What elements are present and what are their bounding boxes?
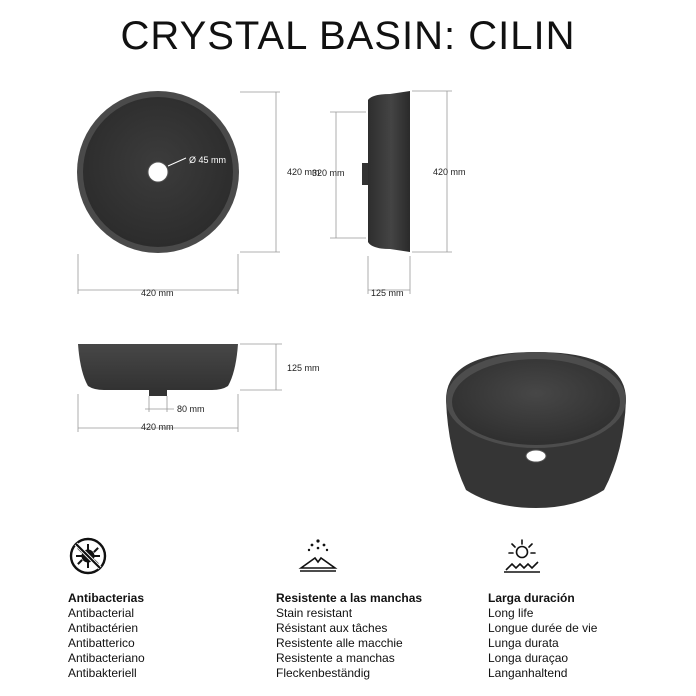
- feature-line: Antibakteriell: [68, 666, 137, 680]
- drain-diameter-label: Ø 45 mm: [189, 155, 226, 165]
- front-view-drain-stub: [149, 390, 167, 396]
- feature-line: Resistente alle macchie: [276, 636, 403, 650]
- long-life-icon: [504, 539, 540, 573]
- feature-line: Longue durée de vie: [488, 621, 598, 635]
- front-view-width-label: 420 mm: [141, 422, 174, 432]
- perspective-basin-bowl: [452, 359, 620, 445]
- front-view-basin: [78, 344, 238, 390]
- feature-heading: Antibacterias: [68, 591, 145, 605]
- feature-line: Fleckenbeständig: [276, 666, 371, 680]
- feature-heading: Larga duración: [488, 591, 575, 605]
- front-view-drain-label: 80 mm: [177, 404, 205, 414]
- top-view-height-dimension: [240, 91, 280, 253]
- feature-line: Antibactérien: [68, 621, 139, 635]
- side-view-outer-height-dimension: [412, 90, 452, 253]
- side-view-inner-height-dimension: [330, 111, 366, 239]
- side-view-inner-height-label: 320 mm: [312, 168, 345, 178]
- feature-long-life: Larga duración Long life Longue durée de…: [488, 536, 688, 681]
- front-view-width-dimension: [77, 394, 239, 432]
- perspective-drain: [525, 449, 547, 463]
- feature-heading: Resistente a las manchas: [276, 591, 423, 605]
- antibacterial-icon: [69, 537, 107, 575]
- top-view-width-dimension: [77, 254, 239, 294]
- front-view-drain-dimension: [145, 396, 174, 412]
- feature-line: Lunga durata: [488, 636, 559, 650]
- feature-line: Longa duraçao: [488, 651, 569, 665]
- feature-stain-resistant: Resistente a las manchas Stain resistant…: [276, 536, 476, 681]
- front-view: 125 mm 80 mm 420 mm: [77, 343, 320, 432]
- top-view-width-label: 420 mm: [141, 288, 174, 298]
- feature-line: Résistant aux tâches: [276, 621, 388, 635]
- drain-leader-line: [167, 157, 187, 167]
- stain-resistant-icon: [298, 539, 338, 572]
- top-view-drain: [147, 161, 169, 183]
- front-view-height-label: 125 mm: [287, 363, 320, 373]
- top-view-height-label: 420 mm: [287, 167, 320, 177]
- side-view-drain-stub: [362, 163, 368, 185]
- side-view-depth-label: 125 mm: [371, 288, 404, 298]
- page-title: CRYSTAL BASIN: CILIN: [120, 14, 576, 58]
- side-view: 320 mm 420 mm 125 mm: [312, 90, 466, 298]
- feature-line: Stain resistant: [276, 606, 353, 620]
- feature-line: Long life: [488, 606, 534, 620]
- top-view: Ø 45 mm 420 mm 420 mm: [77, 91, 320, 298]
- feature-line: Antibacterial: [68, 606, 135, 620]
- feature-line: Resistente a manchas: [276, 651, 395, 665]
- feature-line: Antibacteriano: [68, 651, 145, 665]
- feature-line: Langanhaltend: [488, 666, 568, 680]
- side-view-outer-height-label: 420 mm: [433, 167, 466, 177]
- feature-antibacterial: Antibacterias Antibacterial Antibactérie…: [68, 536, 268, 681]
- perspective-view: [446, 352, 626, 508]
- side-view-basin: [368, 91, 410, 252]
- side-view-depth-dimension: [367, 256, 411, 294]
- feature-line: Antibatterico: [68, 636, 135, 650]
- front-view-height-dimension: [240, 343, 282, 391]
